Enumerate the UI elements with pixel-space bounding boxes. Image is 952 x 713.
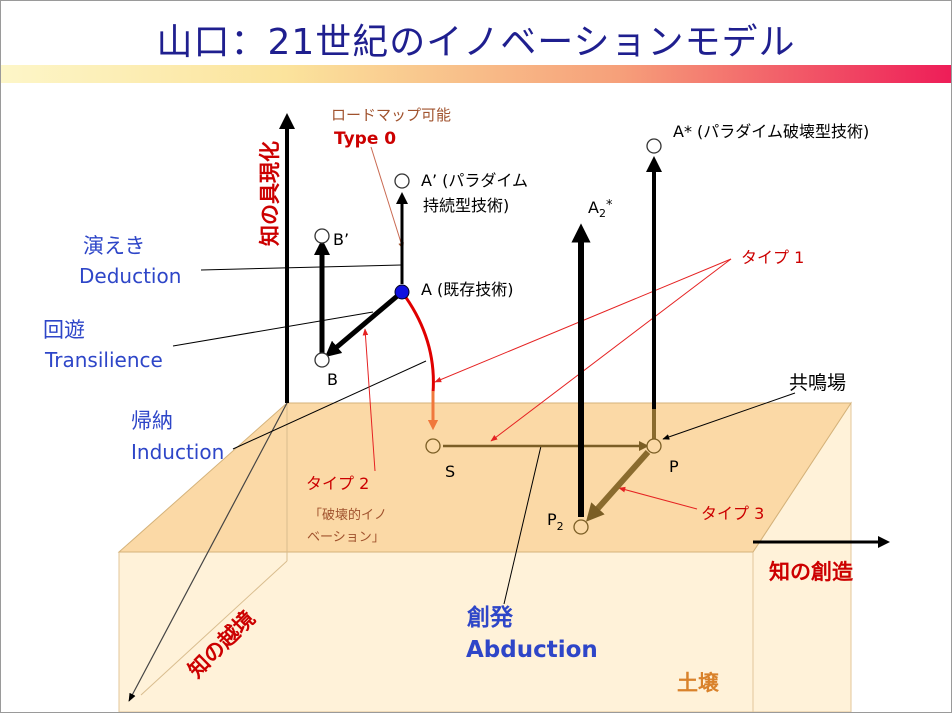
type3-label: タイプ 3 <box>701 504 764 523</box>
roadmap-label: ロードマップ可能 <box>331 106 451 124</box>
transilience-ja-label: 回遊 <box>43 318 85 342</box>
resonance-pointer-line <box>662 392 796 440</box>
title-gradient-bar <box>1 65 951 83</box>
type3-pointer-line <box>618 486 698 510</box>
type1-pointer-line-to-sp <box>490 258 732 442</box>
abduction-pointer-line <box>503 445 542 605</box>
soil-block <box>117 401 852 712</box>
type2-pointer-line <box>362 328 376 472</box>
a2-main: A <box>588 198 599 217</box>
axis-horizontal-label: 知の創造 <box>769 560 854 584</box>
point-a-label: A (既存技術) <box>421 280 514 299</box>
point-b-prime-label: B’ <box>333 230 349 249</box>
deduction-ja-label: 演えき <box>83 234 145 258</box>
p2-main: P <box>547 510 557 529</box>
point-a-prime <box>394 173 410 189</box>
deduction-en-label: Deduction <box>79 264 181 288</box>
hidden-depth-edge <box>140 560 288 696</box>
point-p <box>646 438 662 454</box>
disruptive-label-line1: 「破壊的イノ <box>309 507 387 523</box>
point-p2 <box>573 519 589 535</box>
type0-label: Type 0 <box>334 129 396 149</box>
transilience-pointer-line <box>172 311 374 347</box>
point-p2-label: P2 <box>547 510 564 533</box>
slide-title: 山口：21世紀のイノベーションモデル <box>156 22 796 63</box>
abduction-ja-label: 創発 <box>467 605 514 631</box>
type1-label: タイプ 1 <box>741 248 804 267</box>
axis-vertical-label: 知の具現化 <box>258 141 282 246</box>
point-a2-star-label: A2* <box>588 198 613 220</box>
transilience-en-label: Transilience <box>44 348 163 372</box>
point-b-prime <box>314 228 330 244</box>
point-a <box>394 284 410 300</box>
deduction-pointer-line <box>200 264 402 271</box>
point-p-label: P <box>669 457 679 476</box>
a-to-s-red-curve <box>400 291 435 394</box>
induction-en-label: Induction <box>131 440 224 464</box>
soil-top-face <box>117 402 852 553</box>
soil-label: 土壌 <box>677 671 720 695</box>
a2-sub: 2 <box>599 207 606 220</box>
point-s-label: S <box>445 462 455 481</box>
roadmap-pointer-line <box>370 146 404 250</box>
type2-label: タイプ 2 <box>306 474 369 493</box>
point-a-prime-label-line1: A’ (パラダイム <box>421 171 528 190</box>
point-s <box>425 438 441 454</box>
point-a-star-label: A* (パラダイム破壊型技術) <box>673 122 869 141</box>
disruptive-label-line2: ベーション」 <box>307 530 385 545</box>
point-a-star <box>646 138 662 154</box>
abduction-en-label: Abduction <box>466 637 598 663</box>
induction-pointer-line <box>232 360 427 450</box>
p2-sub: 2 <box>557 520 564 533</box>
point-b-label: B <box>327 370 338 389</box>
induction-ja-label: 帰納 <box>131 409 173 433</box>
point-b <box>314 352 330 368</box>
a-to-b-arrow <box>324 290 404 358</box>
p-to-p2-arrow <box>586 450 651 522</box>
soil-front-face <box>118 551 754 712</box>
depth-axis-arrow <box>128 402 288 702</box>
point-a-prime-label-line2: 持続型技術) <box>423 196 509 215</box>
resonance-field-label: 共鳴場 <box>789 372 846 394</box>
a2-suffix: * <box>606 198 613 213</box>
